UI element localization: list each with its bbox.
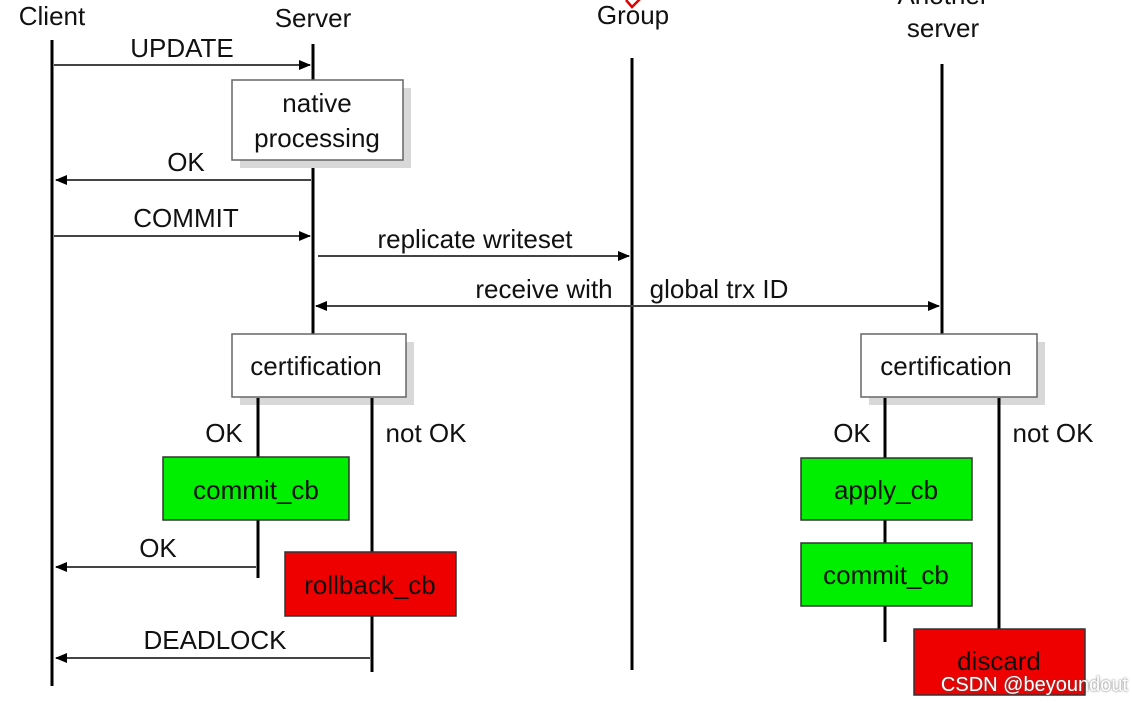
group-check-icon bbox=[625, 0, 641, 9]
commit-cb-another-label: commit_cb bbox=[823, 560, 949, 590]
apply-cb-label: apply_cb bbox=[834, 475, 938, 505]
server-ok-label: OK bbox=[205, 418, 243, 448]
watermark: CSDN @beyoundout bbox=[940, 674, 1128, 696]
receive-label-part2: global trx ID bbox=[650, 274, 789, 304]
discard-label: discard bbox=[957, 646, 1041, 676]
commit-cb-server-box bbox=[162, 456, 350, 521]
deadlock-label: DEADLOCK bbox=[143, 625, 287, 655]
discard-box bbox=[913, 628, 1086, 696]
receive-label-part1: receive with bbox=[475, 274, 612, 304]
another-ok-label: OK bbox=[833, 418, 871, 448]
ok-label-1: OK bbox=[167, 147, 205, 177]
certification-another-label: certification bbox=[880, 351, 1012, 381]
participant-another-server-line2: server bbox=[907, 13, 980, 43]
commit-cb-another-box bbox=[800, 542, 973, 607]
certification-server-box bbox=[231, 333, 407, 398]
native-processing-line1: native bbox=[282, 88, 351, 118]
commit-cb-server-label: commit_cb bbox=[193, 475, 319, 505]
server-not-ok-label: not OK bbox=[386, 418, 468, 448]
rollback-cb-label: rollback_cb bbox=[304, 570, 436, 600]
apply-cb-box bbox=[800, 457, 973, 521]
participant-another-server-line1: Another bbox=[897, 0, 988, 10]
native-processing-box bbox=[231, 79, 404, 161]
another-not-ok-label: not OK bbox=[1013, 418, 1095, 448]
native-processing-line2: processing bbox=[254, 123, 380, 153]
replicate-writeset-label: replicate writeset bbox=[377, 224, 573, 254]
participant-client: Client bbox=[19, 1, 86, 31]
participant-server: Server bbox=[275, 3, 352, 33]
certification-server-label: certification bbox=[250, 351, 382, 381]
update-label: UPDATE bbox=[130, 33, 234, 63]
ok-label-2: OK bbox=[139, 533, 177, 563]
rollback-cb-box bbox=[284, 551, 457, 617]
certification-another-box bbox=[860, 333, 1038, 398]
commit-label: COMMIT bbox=[133, 203, 239, 233]
